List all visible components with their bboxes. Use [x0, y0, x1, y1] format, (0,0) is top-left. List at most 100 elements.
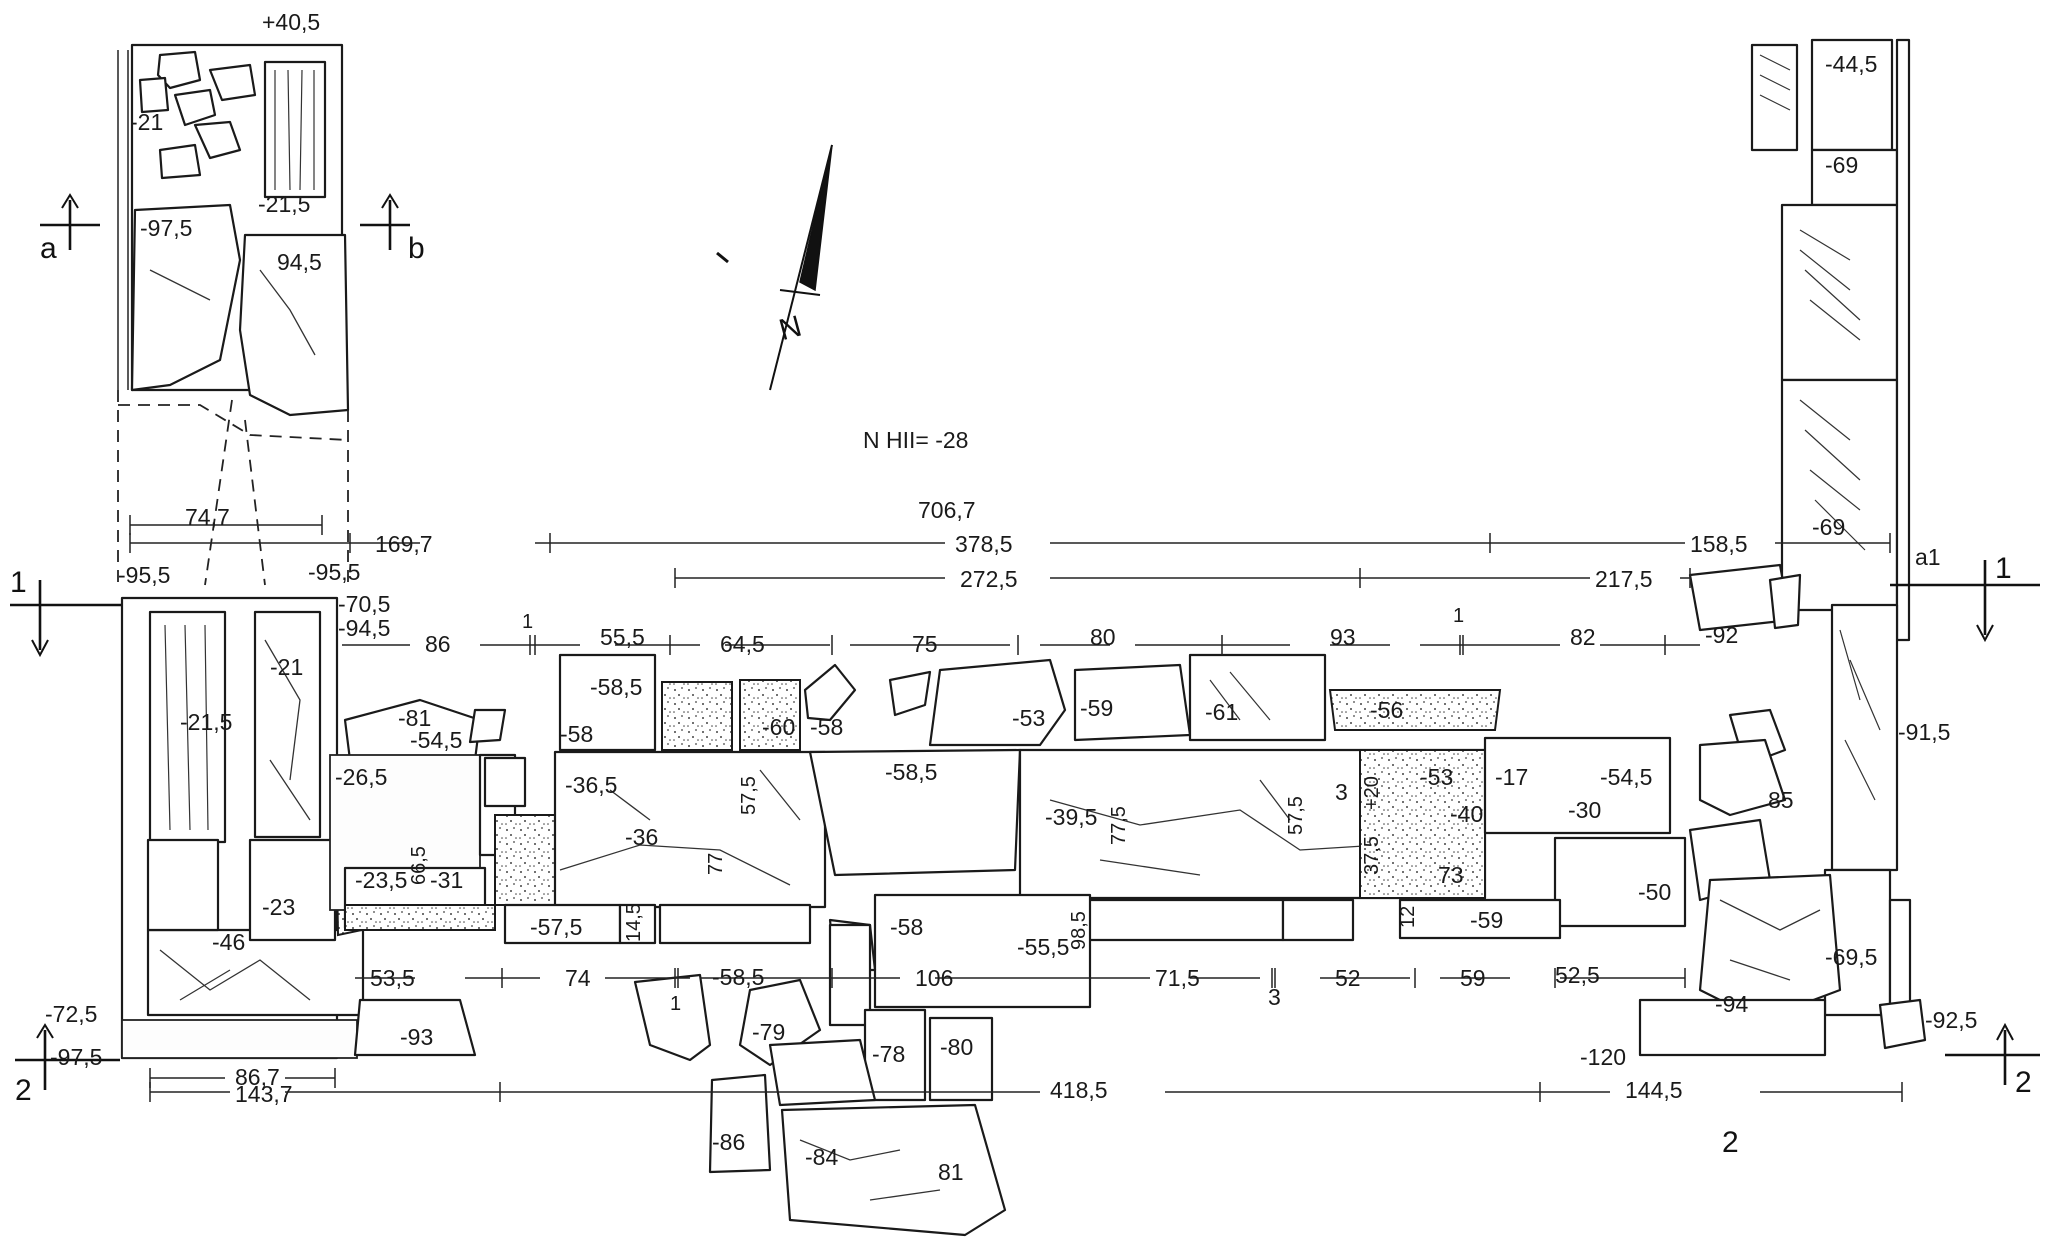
dim-label: 106	[915, 965, 953, 991]
elev-label: -91,5	[1898, 719, 1950, 745]
dim-label: 55,5	[600, 624, 645, 650]
figure-number: 2	[1722, 1126, 1739, 1159]
elev-label: -70,5	[338, 591, 390, 617]
elev-label: 37,5	[1361, 836, 1383, 875]
elev-label: -26,5	[335, 764, 387, 790]
elev-label: 94,5	[277, 249, 322, 275]
elev-label: 57,5	[1285, 796, 1307, 835]
elev-label: -31	[430, 867, 463, 893]
elev-label: -95,5	[308, 559, 360, 585]
elev-label: -80	[940, 1034, 973, 1060]
elev-label: -58	[560, 721, 593, 747]
elev-label: -53	[1012, 705, 1045, 731]
elev-label: -97,5	[50, 1044, 102, 1070]
dim-label: 75	[912, 631, 938, 657]
section-marker-a: a	[40, 193, 100, 265]
elev-label: -69	[1812, 514, 1845, 540]
elev-label: -58	[810, 714, 843, 740]
left-lower-wing	[120, 596, 477, 1060]
section-2-right-label: 2	[2015, 1066, 2032, 1099]
elev-label: -69,5	[1825, 944, 1877, 970]
dim-label: 217,5	[1595, 566, 1653, 592]
elev-label: -86	[712, 1129, 745, 1155]
elev-label: -46	[212, 929, 245, 955]
section-marker-b: b	[360, 193, 425, 265]
elev-label: -93	[400, 1024, 433, 1050]
dimension-labels: 74,7 706,7 169,7 378,5 158,5 272,5 217,5…	[185, 497, 1748, 1107]
dim-label: 93	[1330, 624, 1356, 650]
elev-label: -54,5	[410, 727, 462, 753]
left-upper-wing	[117, 43, 350, 586]
elev-label: -95,5	[118, 562, 170, 588]
elev-label: -50	[1638, 879, 1671, 905]
dimension-lines	[129, 515, 1903, 1102]
elev-label: -55,5	[1017, 934, 1069, 960]
elev-label: 85	[1768, 787, 1794, 813]
elev-label: -92,5	[1925, 1007, 1977, 1033]
north-label: N	[776, 310, 805, 347]
elev-label: 3	[1335, 779, 1348, 805]
dim-label: 272,5	[960, 566, 1018, 592]
dim-label: 82	[1570, 624, 1596, 650]
dim-label: 52	[1335, 965, 1361, 991]
dim-label: 1	[522, 611, 533, 633]
dim-label: 1	[670, 993, 681, 1015]
elev-label: -58,5	[712, 964, 764, 990]
elev-label: -72,5	[45, 1001, 97, 1027]
elev-label: 77	[705, 853, 727, 875]
dim-label: 71,5	[1155, 965, 1200, 991]
elev-label: -39,5	[1045, 804, 1097, 830]
elev-label: -79	[752, 1019, 785, 1045]
section-marker-2-left: 2	[15, 1023, 120, 1107]
elev-label: -81	[398, 705, 431, 731]
elev-label: -61	[1205, 699, 1238, 725]
elev-label: -58,5	[590, 674, 642, 700]
elev-label: 77,5	[1108, 806, 1130, 845]
elev-label: -56	[1370, 697, 1403, 723]
elev-label: +40,5	[262, 9, 320, 35]
elev-label: 57,5	[738, 776, 760, 815]
elev-label: 12	[1397, 906, 1419, 928]
dim-label: 3	[1268, 984, 1281, 1010]
elev-label: -59	[1470, 907, 1503, 933]
dim-label: 80	[1090, 624, 1116, 650]
elev-label: -23,5	[355, 867, 407, 893]
elev-label: -58,5	[885, 759, 937, 785]
section-1-left-label: 1	[10, 566, 27, 599]
elev-label: -36	[625, 824, 658, 850]
dim-label: 158,5	[1690, 531, 1748, 557]
dim-label: 64,5	[720, 631, 765, 657]
elevation-labels: +40,5 -21 -21,5 -97,5 94,5 -44,5 -69 -69…	[45, 9, 1977, 1185]
dim-label: 706,7	[918, 497, 976, 523]
elev-label: +20	[1361, 776, 1383, 810]
elev-label: -30	[1568, 797, 1601, 823]
elev-label: 98,5	[1068, 911, 1090, 950]
dim-label: 144,5	[1625, 1077, 1683, 1103]
lower-scattered-stones	[633, 973, 1007, 1237]
elev-label: -23	[262, 894, 295, 920]
dim-label: 86	[425, 631, 451, 657]
dim-label: 59	[1460, 965, 1486, 991]
dim-label: 74	[565, 965, 591, 991]
right-upper-wing	[1688, 38, 1911, 642]
dim-label: 74,7	[185, 504, 230, 530]
elev-label: -53	[1420, 764, 1453, 790]
section-a1-label: a1	[1915, 544, 1941, 570]
elev-label: 14,5	[623, 903, 645, 942]
right-lower-wing	[1638, 603, 1927, 1057]
central-top-row	[343, 653, 1502, 772]
north-arrow: N	[716, 144, 833, 391]
elev-label: -94	[1715, 991, 1748, 1017]
dim-label: 169,7	[375, 531, 433, 557]
elev-label: -44,5	[1825, 51, 1877, 77]
elev-label: -36,5	[565, 772, 617, 798]
elev-label: -92	[1705, 622, 1738, 648]
central-main-course	[329, 736, 1687, 1027]
section-b-label: b	[408, 232, 425, 265]
dim-label: 1	[1453, 605, 1464, 627]
elev-label: 73	[1438, 862, 1464, 888]
elev-label: -57,5	[530, 914, 582, 940]
elev-label: -97,5	[140, 215, 192, 241]
elev-label: -69	[1825, 152, 1858, 178]
